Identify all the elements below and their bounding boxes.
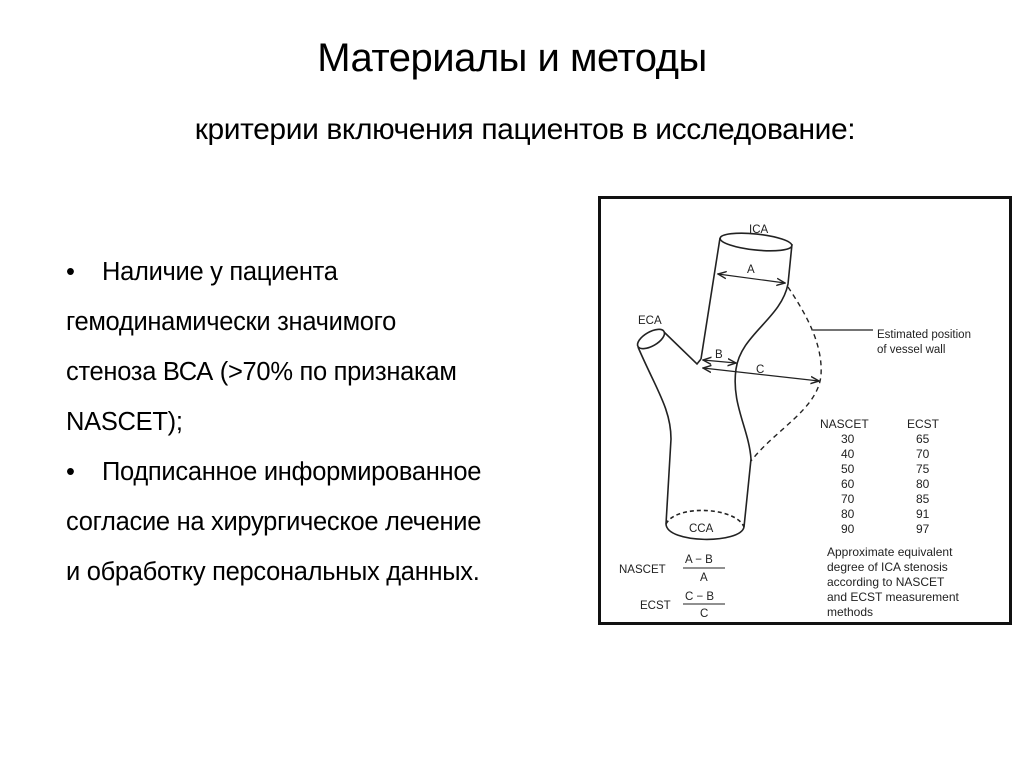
- svg-text:C − B: C − B: [685, 591, 714, 603]
- bullet-item-1-line-4: NASCET);: [66, 408, 183, 436]
- cca-label: CCA: [689, 523, 714, 535]
- table-cell: 85: [916, 492, 930, 506]
- estimated-position-label-line2: of vessel wall: [877, 344, 945, 356]
- svg-text:A − B: A − B: [685, 554, 713, 566]
- estimated-position-label-line1: Estimated position: [877, 329, 971, 341]
- svg-text:C: C: [700, 608, 708, 620]
- bullet-item-1-line-1: •Наличие у пациента: [66, 247, 606, 297]
- figure-caption: Approximate equivalent degree of ICA ste…: [827, 545, 960, 619]
- svg-text:methods: methods: [827, 605, 873, 619]
- eca-label: ECA: [638, 315, 662, 327]
- measurement-c-label: C: [756, 364, 764, 376]
- bullet-item-2-line-3: и обработку персональных данных.: [66, 558, 480, 586]
- table-cell: 91: [916, 507, 930, 521]
- svg-text:degree of ICA stenosis: degree of ICA stenosis: [827, 560, 948, 574]
- table-cell: 40: [841, 447, 855, 461]
- bullet-item-2-line-1: •Подписанное информированное: [66, 447, 606, 497]
- svg-text:Approximate equivalent: Approximate equivalent: [827, 545, 953, 559]
- table-cell: 97: [916, 522, 930, 536]
- table-cell: 30: [841, 432, 855, 446]
- bullet-item-2-line-2: согласие на хирургическое лечение: [66, 508, 482, 536]
- svg-text:ECST: ECST: [640, 600, 671, 612]
- estimated-wall-dashed-line: [750, 286, 822, 462]
- table-header-ecst: ECST: [907, 417, 940, 431]
- measurement-a-label: A: [747, 264, 755, 276]
- nascet-formula: NASCET A − B A: [619, 554, 725, 584]
- table-cell: 80: [916, 477, 930, 491]
- bullet-item-1-line-3: стеноза ВСА (>70% по признакам: [66, 358, 457, 386]
- table-cell: 90: [841, 522, 855, 536]
- svg-text:NASCET: NASCET: [619, 564, 666, 576]
- svg-text:according to NASCET: according to NASCET: [827, 575, 945, 589]
- inclusion-criteria-list: •Наличие у пациента гемодинамически знач…: [66, 247, 606, 597]
- table-header-nascet: NASCET: [820, 417, 869, 431]
- table-cell: 60: [841, 477, 855, 491]
- bullet-item-1-line-2: гемодинамически значимого: [66, 308, 397, 336]
- table-cell: 75: [916, 462, 930, 476]
- table-cell: 70: [841, 492, 855, 506]
- table-cell: 70: [916, 447, 930, 461]
- measurement-a-arrow: [718, 274, 785, 283]
- slide-subtitle: критерии включения пациентов в исследова…: [194, 113, 856, 146]
- bullet-icon: •: [66, 258, 75, 286]
- measurement-c-arrow: [703, 368, 819, 381]
- carotid-diagram: ICA ECA CCA A B C Estimated position of …: [619, 224, 971, 620]
- ecst-formula: ECST C − B C: [640, 591, 725, 620]
- table-cell: 80: [841, 507, 855, 521]
- carotid-stenosis-figure: ICA ECA CCA A B C Estimated position of …: [598, 196, 1012, 625]
- bullet-icon: •: [66, 458, 75, 486]
- svg-text:A: A: [700, 572, 708, 584]
- slide-title: Материалы и методы: [317, 36, 707, 80]
- measurement-b-label: B: [715, 349, 723, 361]
- table-cell: 50: [841, 462, 855, 476]
- ica-label: ICA: [749, 224, 769, 236]
- nascet-ecst-table: NASCET ECST 30 65 40 70 50 75 60 80 70 8…: [820, 417, 940, 536]
- vessel-outline: [636, 232, 793, 541]
- measurement-b-arrow: [703, 360, 736, 363]
- table-cell: 65: [916, 432, 930, 446]
- svg-text:and ECST measurement: and ECST measurement: [827, 590, 960, 604]
